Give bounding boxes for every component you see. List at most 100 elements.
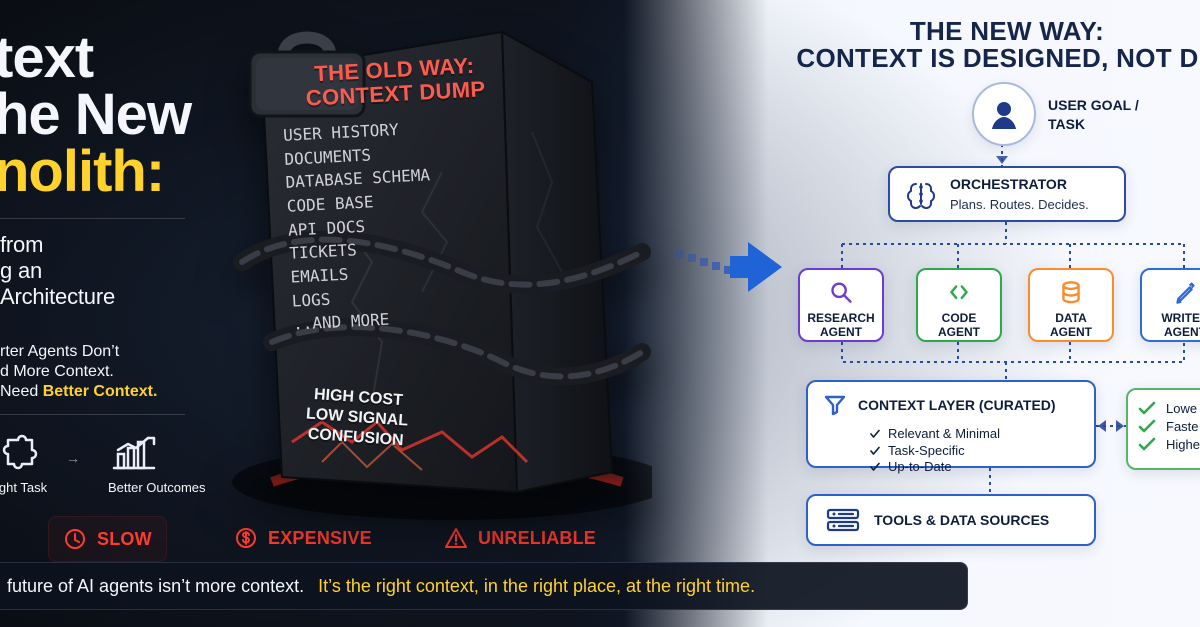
transition-arrow-icon bbox=[676, 242, 782, 292]
benefits-card: Lowe Faste Highe bbox=[1126, 388, 1200, 470]
user-icon bbox=[992, 102, 1016, 129]
caption-right-text: It’s the right context, in the right pla… bbox=[318, 575, 756, 596]
data-agent-card: DATA AGENT bbox=[1028, 268, 1114, 342]
bottom-caption: future of AI agents isn’t more context. … bbox=[0, 562, 968, 610]
benefit-row: Lowe bbox=[1138, 400, 1200, 418]
orchestrator-title: ORCHESTRATOR bbox=[950, 175, 1067, 192]
research-agent-label: RESEARCH AGENT bbox=[807, 312, 874, 340]
benefit-text: Lowe bbox=[1166, 401, 1198, 417]
mini-right-label: Better Outcomes bbox=[108, 480, 206, 495]
context-layer-title: CONTEXT LAYER (CURATED) bbox=[858, 397, 1056, 413]
writer-agent-label-line-2: AGENT bbox=[1163, 325, 1200, 340]
context-layer-items: Relevant & Minimal Task-Specific Up-to-D… bbox=[870, 426, 1080, 476]
checkmark-icon bbox=[1138, 401, 1156, 415]
monolith-illustration bbox=[232, 30, 652, 520]
padlock-icon bbox=[248, 31, 366, 118]
left-tagline-line-3-highlight: Better Context. bbox=[42, 383, 158, 400]
writer-agent-label: WRITER AGENT bbox=[1161, 312, 1200, 340]
context-layer-item: Up-to-Date bbox=[870, 459, 1080, 476]
growth-chart-icon bbox=[112, 436, 156, 470]
new-way-title-line-1: THE NEW WAY: bbox=[909, 16, 1105, 46]
left-subtitle-line-2: g an bbox=[0, 257, 43, 283]
orchestrator-text: ORCHESTRATOR Plans. Routes. Decides. bbox=[950, 177, 1089, 212]
puzzle-icon bbox=[2, 434, 38, 470]
orchestrator-subtitle: Plans. Routes. Decides. bbox=[950, 196, 1089, 212]
research-agent-label-line-2: AGENT bbox=[820, 325, 862, 340]
research-agent-label-line-1: RESEARCH bbox=[807, 311, 875, 326]
mini-left-label: ight Task bbox=[0, 480, 48, 495]
data-agent-label: DATA AGENT bbox=[1050, 312, 1092, 340]
benefit-text: Highe bbox=[1166, 437, 1200, 453]
user-goal-line-2: TASK bbox=[1048, 115, 1086, 132]
data-agent-label-line-1: DATA bbox=[1055, 311, 1087, 326]
benefit-row: Faste bbox=[1138, 418, 1200, 436]
lock-text: HIGH COST LOW SIGNAL CONFUSION bbox=[290, 384, 424, 453]
checkmark-icon bbox=[1138, 419, 1156, 433]
check-icon bbox=[870, 446, 880, 455]
left-tagline: rter Agents Don’t d More Context. Need B… bbox=[0, 342, 190, 402]
context-layer-item-text: Relevant & Minimal bbox=[888, 426, 1000, 441]
tools-title: TOOLS & DATA SOURCES bbox=[874, 512, 1050, 528]
server-icon bbox=[826, 508, 860, 532]
mini-item-better-outcomes: Better Outcomes bbox=[108, 428, 206, 498]
left-subtitle-line-3: Architecture bbox=[0, 283, 115, 309]
left-divider bbox=[0, 218, 185, 219]
new-way-title-line-2: CONTEXT IS DESIGNED, NOT DU bbox=[796, 43, 1200, 74]
left-title: text he New nolith: bbox=[0, 25, 324, 204]
left-subtitle: from g an Architecture bbox=[0, 232, 180, 310]
code-icon bbox=[950, 285, 968, 300]
warning-unreliable: UNRELIABLE bbox=[430, 516, 610, 560]
context-layer-header: CONTEXT LAYER (CURATED) bbox=[822, 392, 1080, 418]
clock-icon bbox=[65, 529, 85, 549]
benefit-row: Highe bbox=[1138, 436, 1200, 454]
left-subtitle-line-1: from bbox=[0, 232, 44, 257]
tools-card: TOOLS & DATA SOURCES bbox=[806, 494, 1096, 546]
writer-agent-card: WRITER AGENT bbox=[1140, 268, 1200, 342]
left-tagline-line-2: d More Context. bbox=[0, 363, 114, 380]
left-title-line-1: text bbox=[0, 25, 94, 90]
user-goal: USER GOAL / TASK bbox=[972, 82, 1182, 146]
caption-left-text: future of AI agents isn’t more context. bbox=[7, 575, 305, 596]
research-agent-card: RESEARCH AGENT bbox=[798, 268, 884, 342]
left-tagline-line-3-prefix: Need bbox=[0, 383, 39, 400]
dollar-icon bbox=[236, 528, 256, 548]
context-layer-item-text: Up-to-Date bbox=[888, 459, 952, 475]
context-layer-card: CONTEXT LAYER (CURATED) Relevant & Minim… bbox=[806, 380, 1096, 474]
search-icon bbox=[831, 282, 852, 303]
warning-expensive: EXPENSIVE bbox=[220, 516, 386, 560]
old-way-items: USER HISTORY DOCUMENTS DATABASE SCHEMA C… bbox=[283, 112, 514, 336]
data-agent-label-line-2: AGENT bbox=[1050, 325, 1092, 340]
context-layer-item-text: Task-Specific bbox=[888, 442, 965, 458]
user-avatar bbox=[972, 82, 1036, 146]
writer-agent-label-line-1: WRITER bbox=[1161, 311, 1200, 326]
check-icon bbox=[870, 462, 880, 472]
context-layer-item: Relevant & Minimal bbox=[870, 426, 1080, 443]
warning-row: SLOW EXPENSIVE UNRELIABLE bbox=[30, 516, 596, 562]
check-icon bbox=[870, 429, 880, 438]
mini-item-right-task: ight Task bbox=[0, 428, 91, 498]
pencil-icon bbox=[1176, 282, 1195, 304]
code-agent-label-line-2: AGENT bbox=[938, 325, 980, 340]
database-icon bbox=[1062, 281, 1080, 304]
user-goal-line-1: USER GOAL / bbox=[1048, 97, 1139, 113]
warning-unreliable-text: UNRELIABLE bbox=[478, 527, 596, 548]
checkmark-icon bbox=[1138, 437, 1156, 451]
left-title-line-3: nolith: bbox=[0, 138, 165, 204]
code-agent-label: CODE AGENT bbox=[938, 312, 980, 340]
left-tagline-line-3: Need Better Context. bbox=[0, 382, 190, 402]
warning-slow: SLOW bbox=[48, 516, 167, 562]
monolith bbox=[232, 12, 652, 532]
benefit-text: Faste bbox=[1166, 419, 1199, 435]
mini-arrow-icon: → bbox=[66, 450, 80, 466]
left-mini-icons: ight Task → Better Outcomes bbox=[0, 428, 206, 498]
code-agent-label-line-1: CODE bbox=[941, 311, 977, 326]
user-goal-text: USER GOAL / TASK bbox=[1048, 96, 1139, 134]
warning-triangle-icon bbox=[445, 528, 467, 548]
code-agent-card: CODE AGENT bbox=[916, 268, 1002, 342]
old-way-title: THE OLD WAY: CONTEXT DUMP bbox=[299, 53, 491, 111]
left-tagline-line-1: rter Agents Don’t bbox=[0, 343, 120, 360]
warning-slow-text: SLOW bbox=[97, 528, 152, 549]
new-way-title: THE NEW WAY: CONTEXT IS DESIGNED, NOT DU bbox=[792, 16, 1200, 74]
funnel-icon bbox=[824, 395, 846, 416]
